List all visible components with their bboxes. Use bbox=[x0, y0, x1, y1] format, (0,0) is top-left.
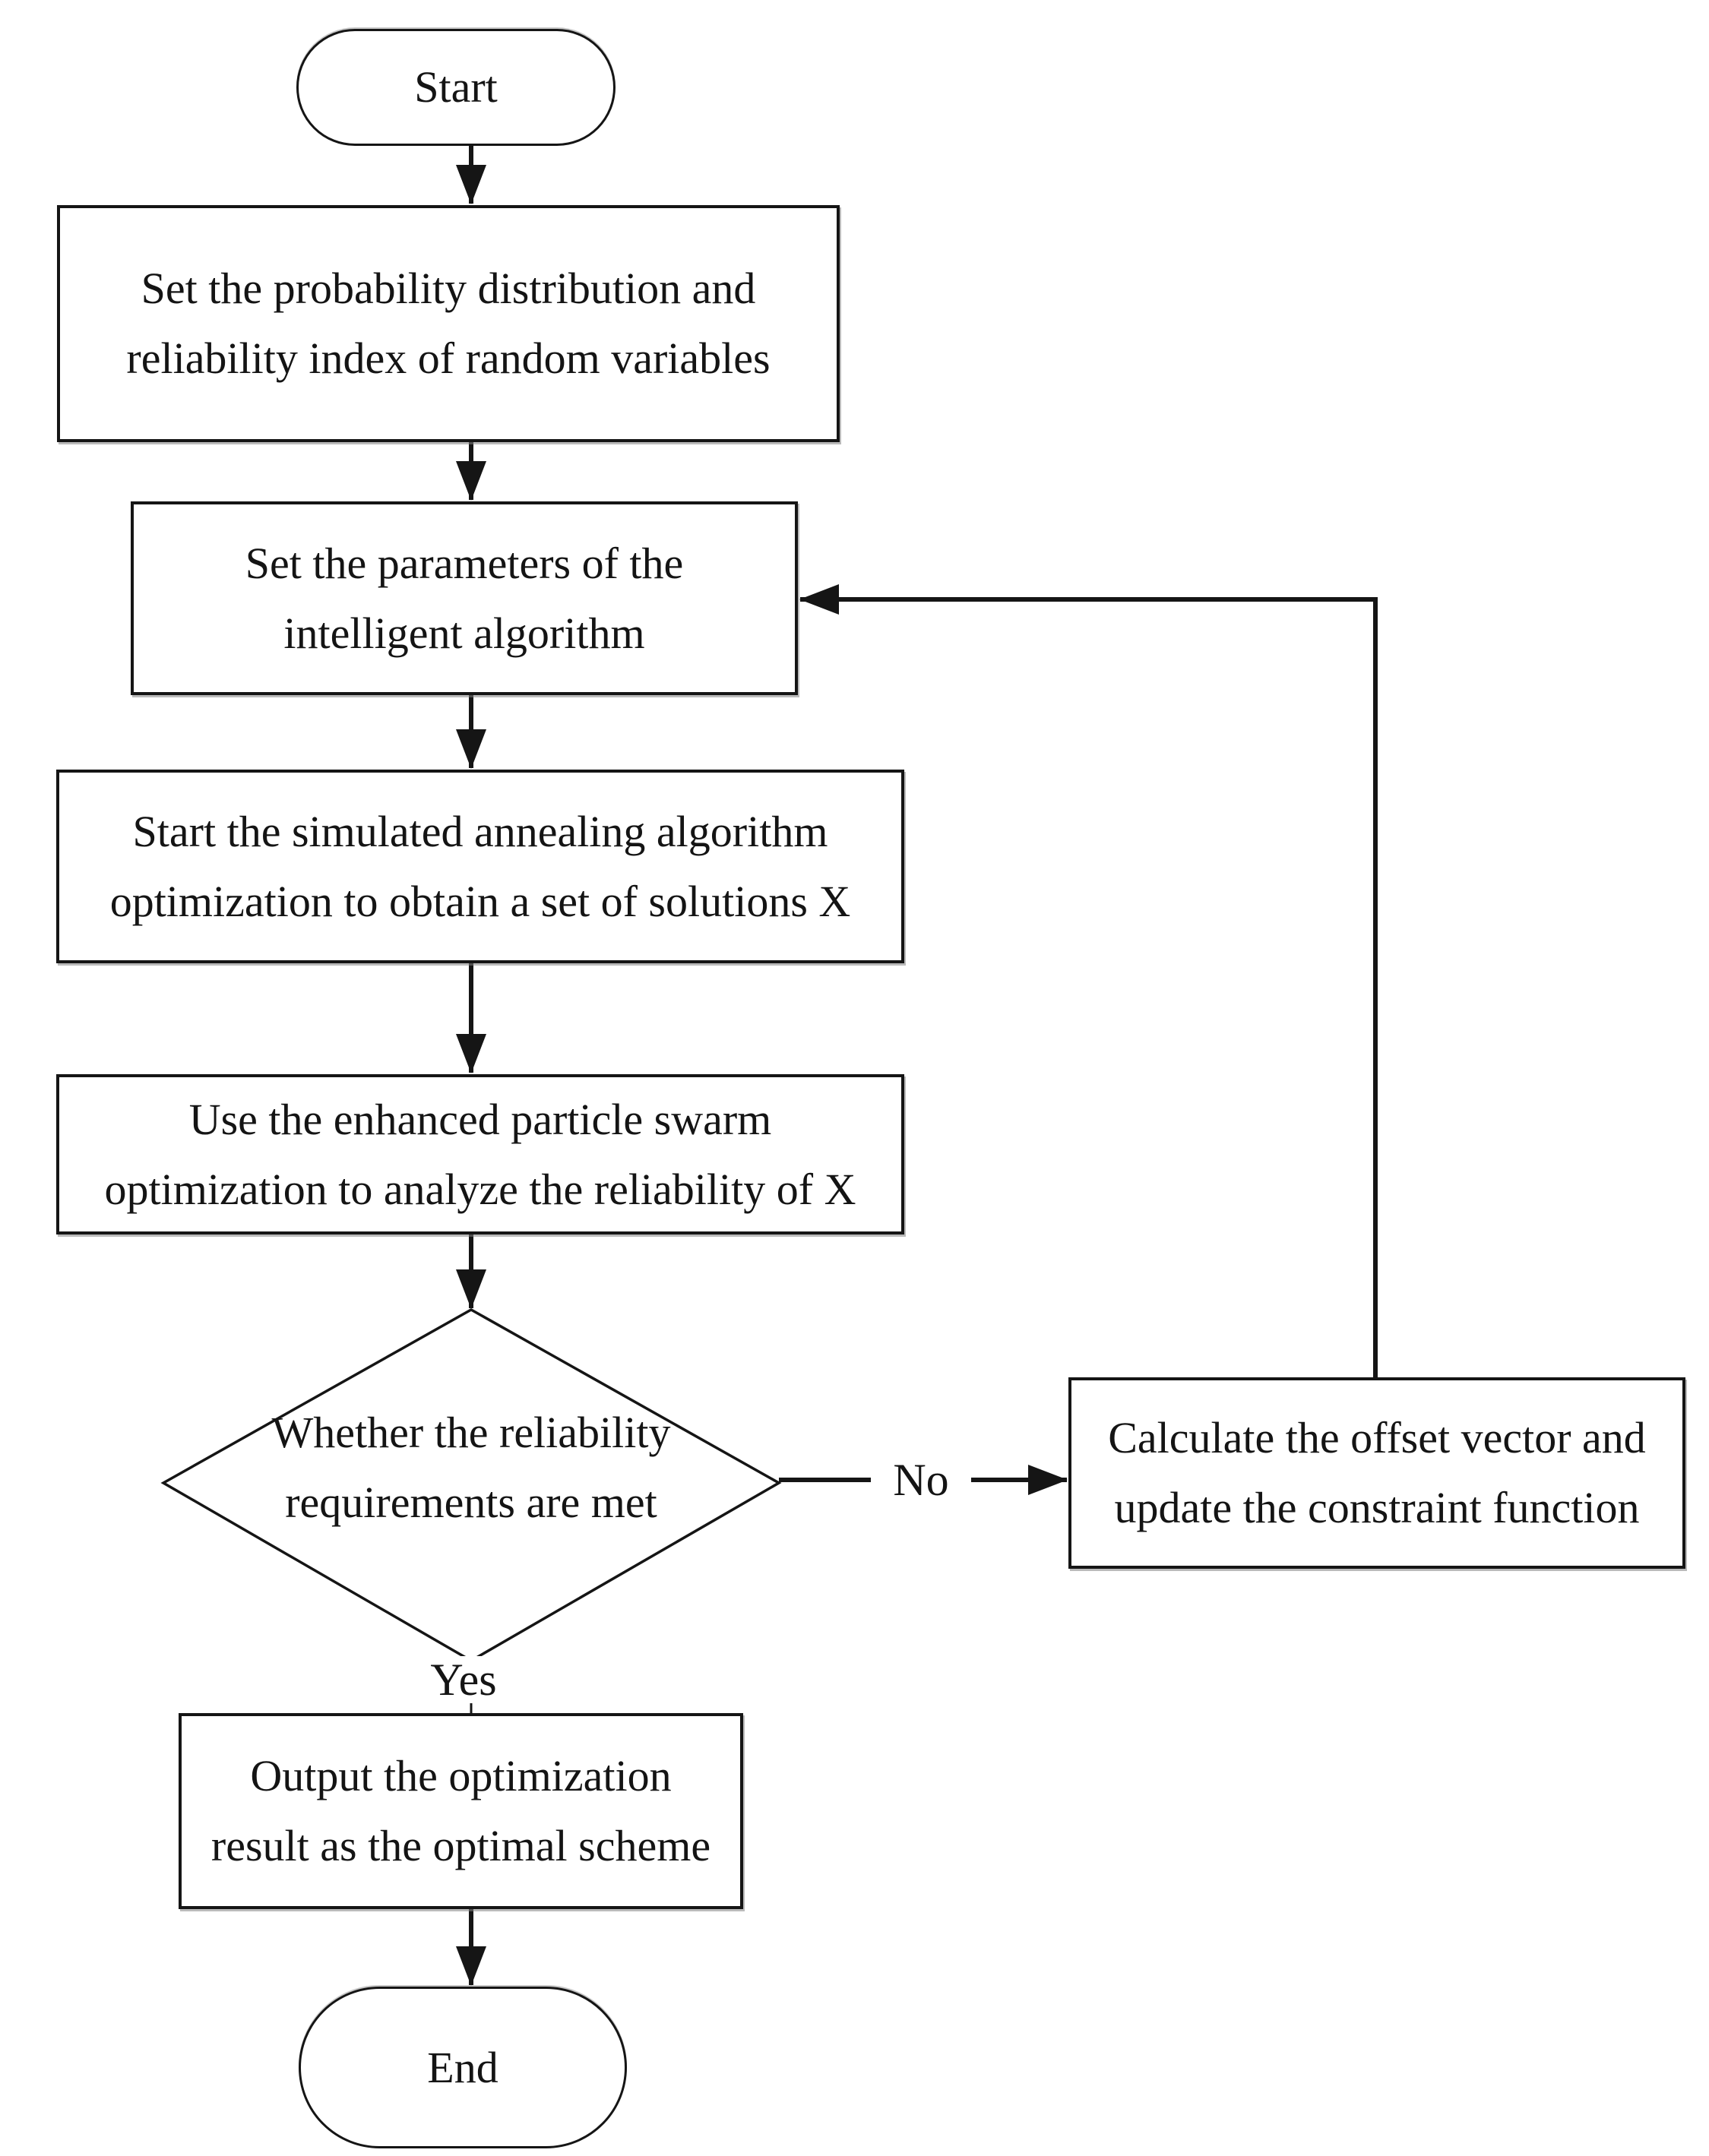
node-text-line: optimization to analyze the reliability … bbox=[104, 1164, 856, 1214]
process-particle-swarm: Use the enhanced particle swarm optimiza… bbox=[56, 1074, 904, 1234]
no-label-text: No bbox=[893, 1455, 949, 1505]
node-text-line: Calculate the offset vector and bbox=[1108, 1413, 1646, 1462]
end-label: End bbox=[427, 2042, 498, 2092]
process-offset-vector: Calculate the offset vector and update t… bbox=[1068, 1377, 1685, 1569]
start-label: Start bbox=[414, 62, 498, 112]
node-text-line: Output the optimization bbox=[250, 1751, 672, 1800]
node-text-line: optimization to obtain a set of solution… bbox=[109, 876, 851, 926]
process-output-result: Output the optimization result as the op… bbox=[179, 1713, 743, 1909]
node-text-line: Start the simulated annealing algorithm bbox=[132, 806, 828, 856]
node-text-line: intelligent algorithm bbox=[283, 608, 645, 658]
edge-offset-feedback-to-set-parameters bbox=[799, 584, 1378, 1377]
node-text-line: Whether the reliability bbox=[271, 1408, 671, 1457]
node-text-line: update the constraint function bbox=[1114, 1483, 1640, 1532]
node-text-line: Set the probability distribution and bbox=[141, 264, 756, 313]
end-node: End bbox=[299, 1987, 627, 2148]
node-text-line: requirements are met bbox=[285, 1478, 657, 1527]
yes-label-text: Yes bbox=[430, 1655, 497, 1705]
process-set-parameters: Set the parameters of the intelligent al… bbox=[131, 501, 798, 695]
node-text-line: reliability index of random variables bbox=[126, 334, 771, 383]
start-node: Start bbox=[296, 29, 616, 146]
node-text-line: Use the enhanced particle swarm bbox=[188, 1094, 772, 1144]
decision-reliability-label: Whether the reliability requirements are… bbox=[190, 1398, 752, 1538]
node-text-line: Set the parameters of the bbox=[245, 538, 684, 588]
no-edge-label: No bbox=[871, 1456, 971, 1503]
process-set-probability: Set the probability distribution and rel… bbox=[57, 205, 840, 442]
process-simulated-annealing: Start the simulated annealing algorithm … bbox=[56, 770, 904, 963]
node-text-line: result as the optimal scheme bbox=[210, 1821, 711, 1870]
yes-edge-label: Yes bbox=[395, 1656, 532, 1703]
